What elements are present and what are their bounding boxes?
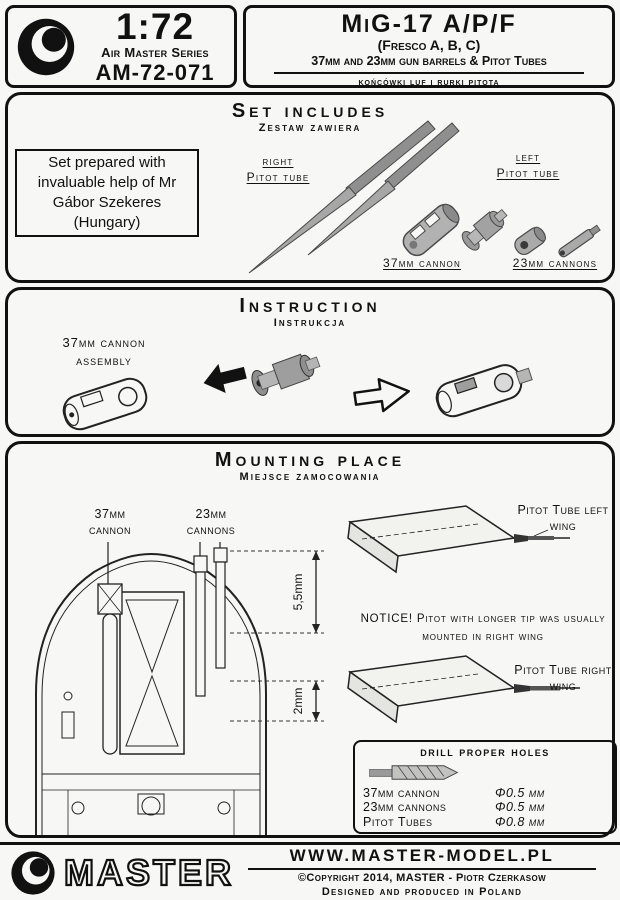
instruction-subtitle: Instrukcja (273, 317, 347, 329)
product-title: MiG-17 A/P/F (341, 10, 517, 38)
cannon-37-label-text: 37mm cannon (383, 256, 461, 270)
mounting-cannon-37-label: 37mm cannon (88, 507, 131, 538)
credit-text: Set prepared with invaluable help of Mr … (37, 154, 177, 231)
brand-name: MASTER (63, 851, 234, 893)
drill-size: Φ0.5 mm (495, 786, 545, 800)
master-logo-icon (17, 18, 75, 75)
drill-part: Pitot Tubes (363, 814, 433, 829)
right-wing-drawing (347, 655, 580, 724)
mounting-cannon-23-label: 23mm cannons (186, 507, 236, 538)
nose-section-drawing (35, 547, 267, 835)
series-label: Air Master Series (101, 44, 209, 60)
product-subtitle: (Fresco A, B, C) (377, 37, 481, 54)
dimension-2mm-lines: 2mm (230, 680, 324, 722)
product-code: AM-72-071 (95, 60, 215, 86)
drill-part: 37mm cannon (363, 786, 440, 800)
copyright-text: ©Copyright 2014, MASTER - Piotr Czerkaso… (297, 871, 547, 884)
mounting-subtitle: Miejsce zamocowania (239, 471, 381, 483)
instruction-drawing (62, 353, 533, 431)
assembly-arrow-left-icon (203, 363, 247, 394)
left-wing-drawing (347, 505, 570, 574)
right-pitot-label-line2: Pitot tube (246, 170, 310, 185)
master-logo-icon (11, 850, 55, 895)
dimension-2mm-label: 2mm (291, 688, 305, 715)
left-pitot-label-line1: left (515, 150, 541, 164)
footer-divider (248, 867, 596, 870)
footer-info: WWW.MASTER-MODEL.PL ©Copyright 2014, MAS… (234, 846, 610, 900)
brand-text: 1:72 Air Master Series AM-72-071 (84, 8, 226, 85)
assembly-arrow-right-icon (353, 378, 410, 413)
cannon-inner-part-drawing (251, 353, 321, 396)
pitot-left-wing-label: Pitot Tube left wing (517, 503, 609, 534)
header-divider (274, 71, 584, 74)
right-pitot-label: right Pitot tube (234, 153, 322, 185)
drill-bit-icon (369, 765, 459, 780)
product-description-pl: końcówki luf i rurki pitota (358, 75, 500, 88)
left-pitot-label: left Pitot tube (484, 149, 572, 181)
drill-rows: 37mm cannon Φ0.5 mm 23mm cannons Φ0.5 mm… (363, 786, 607, 829)
credit-note: Set prepared with invaluable help of Mr … (15, 149, 199, 237)
footer-brand: MASTER (10, 850, 234, 896)
drill-part: 23mm cannons (363, 800, 447, 815)
scale-label: 1:72 (115, 5, 195, 47)
drill-row-pitot: Pitot Tubes Φ0.8 mm (363, 815, 607, 829)
set-includes-section: Set includes Zestaw zawiera Set prepared… (5, 92, 615, 283)
drill-size: Φ0.5 mm (495, 800, 545, 815)
notice-text: NOTICE! Pitot with longer tip was usuall… (360, 613, 606, 644)
cannon-assembled-drawing (435, 364, 533, 418)
drill-size: Φ0.8 mm (495, 814, 545, 829)
instruction-title: Instruction (239, 295, 381, 317)
right-pitot-tube-drawing (248, 120, 436, 274)
cannon-37-sleeve-drawing (402, 203, 460, 257)
footer: MASTER WWW.MASTER-MODEL.PL ©Copyright 20… (0, 842, 620, 900)
drill-row-37mm: 37mm cannon Φ0.5 mm (363, 786, 607, 800)
drill-row-23mm: 23mm cannons Φ0.5 mm (363, 800, 607, 814)
set-includes-subtitle: Zestaw zawiera (258, 122, 362, 134)
mounting-place-section: 5,5mm 2mm (5, 441, 617, 838)
product-description: 37mm and 23mm gun barrels & Pitot Tubes (311, 54, 547, 69)
dimension-5-5mm-lines: 5,5mm (230, 550, 324, 634)
drill-title: drill proper holes (420, 745, 550, 759)
cannon-37-label: 37mm cannon (366, 255, 478, 271)
cannon-23-label-text: 23mm cannons (512, 256, 598, 270)
cannon-23-barrel-drawing (558, 224, 601, 258)
instruction-section: Instruction Instrukcja 37mm cannon assem… (5, 287, 615, 437)
assembly-label: 37mm cannon assembly (62, 335, 146, 368)
cannon-23-label: 23mm cannons (496, 255, 614, 271)
cannon-37-inner-drawing (461, 208, 508, 251)
dimension-5-5mm-label: 5,5mm (291, 574, 305, 611)
title-panel: MiG-17 A/P/F (Fresco A, B, C) 37mm and 2… (243, 5, 615, 88)
left-pitot-label-line2: Pitot tube (496, 166, 560, 181)
set-includes-title: Set includes (231, 100, 389, 122)
left-pitot-tube-drawing (307, 122, 460, 256)
website-url: WWW.MASTER-MODEL.PL (289, 845, 555, 865)
pitot-right-wing-label: Pitot Tube right wing (514, 663, 612, 694)
mounting-title: Mounting place (214, 449, 406, 471)
set-includes-drawing (248, 120, 601, 274)
made-in-text: Designed and produced in Poland (321, 885, 523, 898)
brand-panel: 1:72 Air Master Series AM-72-071 (5, 5, 237, 88)
cannon-23-ring-drawing (514, 226, 546, 256)
mounting-drawing: 5,5mm 2mm (35, 505, 580, 835)
cannon-sleeve-drawing (62, 377, 148, 431)
drill-holes-box: drill proper holes 37mm cannon Φ0.5 mm 2… (353, 740, 617, 834)
right-pitot-label-line1: right (262, 154, 294, 168)
